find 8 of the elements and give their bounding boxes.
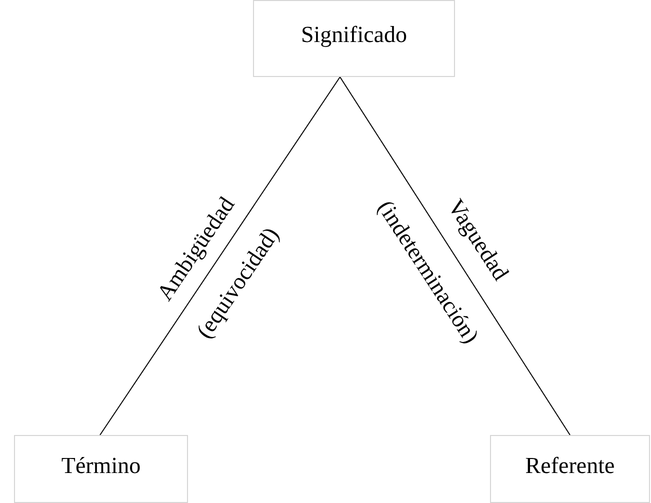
term-box	[490, 435, 650, 503]
term-box	[253, 0, 455, 77]
connector-line	[100, 76, 340, 436]
connector-line	[340, 76, 570, 436]
node-text: Referente	[525, 452, 615, 480]
term-box	[14, 435, 188, 503]
node-text: Significado	[300, 21, 408, 49]
node-text: Término	[61, 452, 141, 480]
